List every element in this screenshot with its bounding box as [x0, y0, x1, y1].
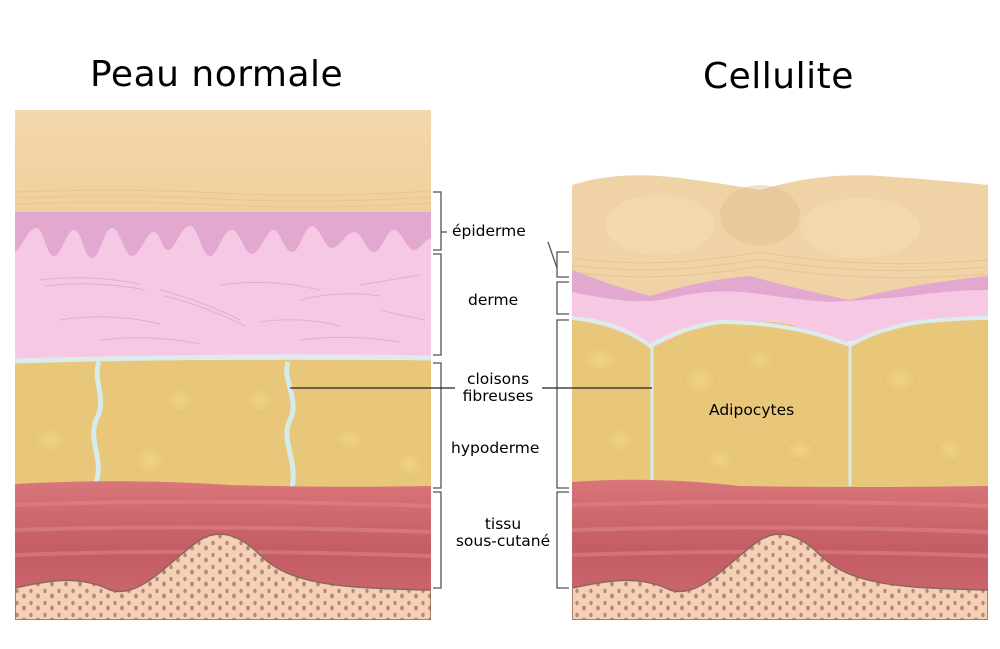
normal-hypodermis [15, 360, 431, 490]
title-normal-skin: Peau normale [90, 54, 344, 95]
bracket-right-subcutaneous [556, 491, 569, 589]
label-epidermis: épiderme [452, 222, 526, 240]
normal-surface-layer [15, 110, 431, 212]
leader-epidermis-right [547, 241, 558, 269]
bracket-right-dermis [556, 281, 569, 315]
bracket-right-hypodermis [556, 319, 569, 489]
bracket-right-epidermis [556, 251, 569, 278]
label-fibrous-septa-line1: cloisons [466, 370, 530, 388]
bracket-left-hypodermis [433, 362, 442, 489]
label-brackets [433, 191, 569, 589]
cellulite-epidermis [572, 270, 988, 304]
cellulite-illustration [572, 175, 988, 620]
bracket-left-subcutaneous [433, 491, 442, 589]
label-adipocytes: Adipocytes [709, 401, 795, 419]
label-subcutaneous-tissue: tissu sous-cutané [449, 516, 557, 550]
label-hypodermis: hypoderme [451, 439, 540, 457]
label-fibrous-septa-line2: fibreuses [462, 387, 534, 405]
label-dermis: derme [468, 291, 519, 309]
normal-base-tissue [15, 533, 431, 620]
normal-dermis [15, 226, 431, 360]
normal-skin-illustration [15, 110, 431, 620]
cellulite-hypodermis [572, 318, 988, 490]
bracket-left-dermis [433, 253, 442, 356]
label-subcutaneous-line2: sous-cutané [455, 532, 551, 550]
title-cellulite: Cellulite [703, 56, 854, 97]
bracket-left-epidermis [433, 191, 442, 251]
normal-septum-top [15, 354, 431, 364]
label-subcutaneous-line1: tissu [484, 515, 522, 533]
cellulite-base-tissue [572, 533, 988, 620]
normal-fibrous-septum-1 [91, 361, 104, 483]
normal-fibrous-septum-2 [284, 361, 296, 489]
label-fibrous-septa: cloisons fibreuses [458, 371, 538, 405]
cellulite-septum-top [572, 316, 988, 349]
